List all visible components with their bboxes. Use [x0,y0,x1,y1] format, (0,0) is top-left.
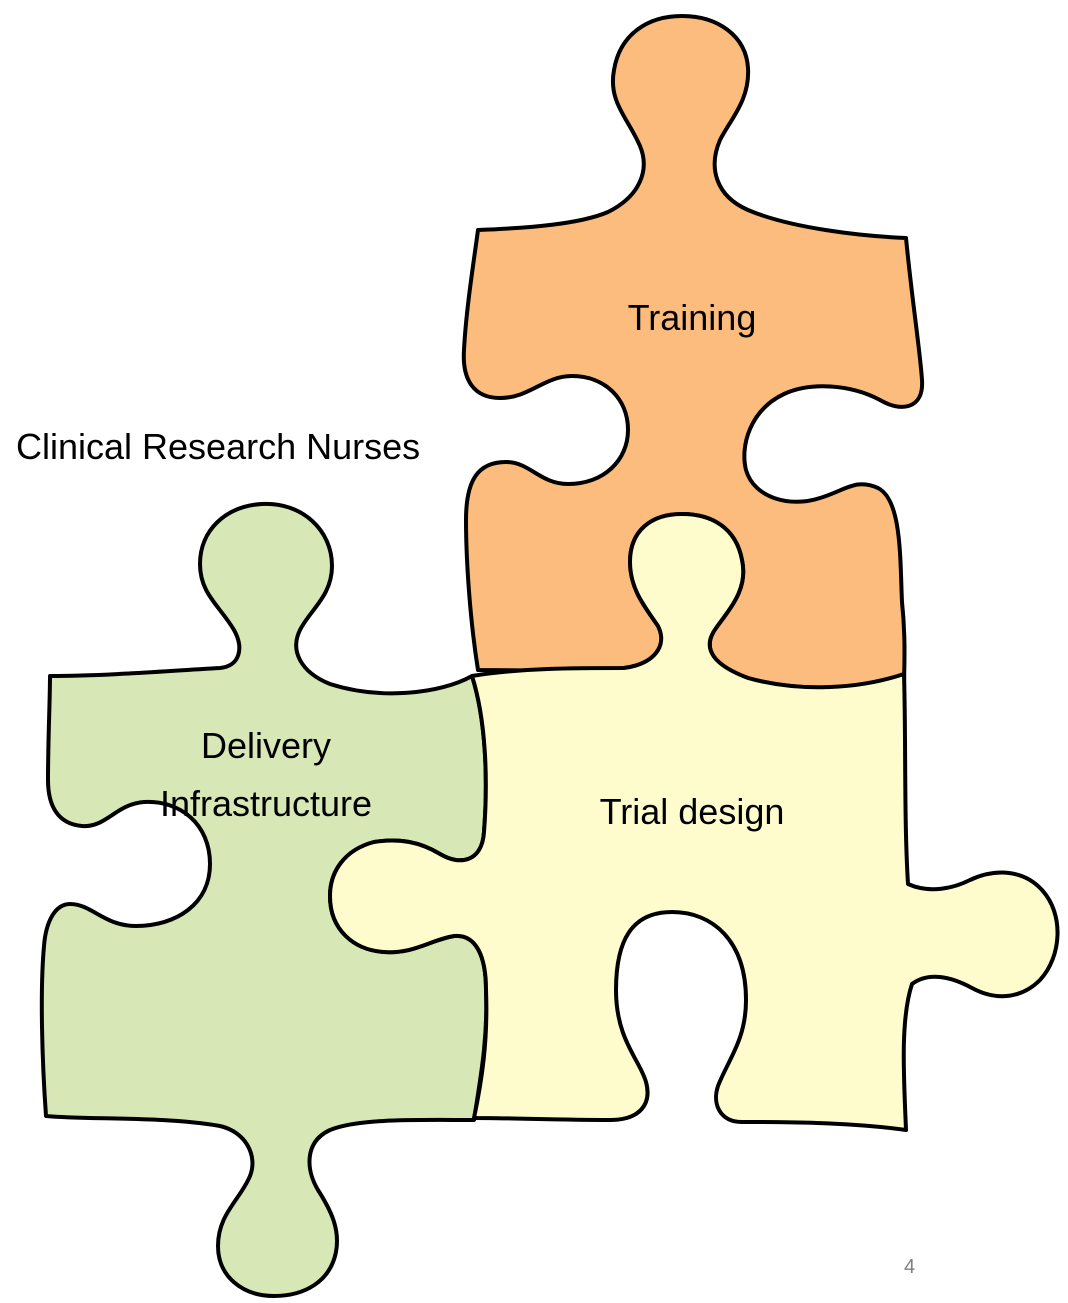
clinical-research-nurses-label: Clinical Research Nurses [16,426,421,467]
training-label: Training [628,297,757,338]
page-number: 4 [904,1256,916,1278]
delivery-label-line2: Infrastructure [160,783,372,824]
delivery-label-line1: Delivery [201,725,331,766]
puzzle-piece-trial-design [328,512,1060,1132]
trial-design-label: Trial design [600,791,785,832]
